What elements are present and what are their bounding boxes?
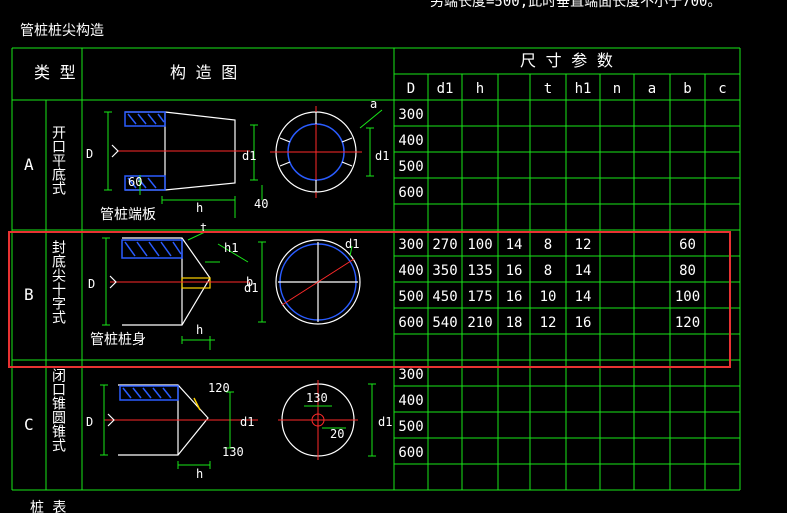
param-cell: 270: [432, 237, 457, 253]
param-cell: 8: [544, 263, 552, 279]
param-header-8: b: [683, 81, 691, 97]
A-label-d1b: d1: [375, 149, 389, 163]
param-cell: 10: [540, 289, 557, 305]
B-label-h: h: [196, 323, 203, 337]
param-cell: 60: [679, 237, 696, 253]
col-drawing-header: 构 造 图: [170, 63, 237, 82]
B-label-d1c: d1: [345, 237, 359, 251]
param-cell: 12: [575, 237, 592, 253]
C-label-h: h: [196, 467, 203, 481]
param-cell: 100: [675, 289, 700, 305]
param-cell: 14: [575, 289, 592, 305]
param-cell: 14: [575, 263, 592, 279]
param-cell: 600: [398, 185, 423, 201]
B-label-b: b: [246, 275, 253, 289]
param-cell: 12: [540, 315, 557, 331]
footer-fragment: 桩 表: [30, 499, 66, 513]
param-header-2: h: [476, 81, 484, 97]
param-cell: 500: [398, 289, 423, 305]
desc-B: 封底尖十字式: [50, 240, 66, 324]
param-cell: 210: [467, 315, 492, 331]
param-cell: 500: [398, 419, 423, 435]
param-cell: 350: [432, 263, 457, 279]
desc-A: 开口平底式: [50, 125, 66, 195]
param-cell: 135: [467, 263, 492, 279]
B-label-D: D: [88, 277, 95, 291]
param-cell: 16: [506, 263, 523, 279]
C-label-d1: d1: [240, 415, 254, 429]
param-cell: 300: [398, 107, 423, 123]
A-label-40: 40: [254, 197, 268, 211]
param-cell: 400: [398, 393, 423, 409]
C-label-120: 120: [208, 381, 230, 395]
param-header-4: t: [544, 81, 552, 97]
A-label-h: h: [196, 201, 203, 215]
param-cell: 16: [575, 315, 592, 331]
B-part-tag: 管桩桩身: [90, 331, 146, 348]
param-cell: 8: [544, 237, 552, 253]
param-cell: 500: [398, 159, 423, 175]
param-header-5: h1: [575, 81, 592, 97]
A-label-a: a: [370, 97, 377, 111]
B-label-t: t: [200, 221, 207, 235]
param-cell: 300: [398, 367, 423, 383]
A-part-tag: 管桩端板: [100, 206, 156, 223]
param-header-9: c: [718, 81, 726, 97]
param-header-0: D: [407, 81, 415, 97]
param-cell: 120: [675, 315, 700, 331]
type-C: C: [24, 415, 34, 434]
drawing-A: D d1 d1 h 60 40 a 管桩端板: [86, 97, 389, 223]
param-header-6: n: [613, 81, 621, 97]
table-grid: [11, 47, 741, 491]
param-cell: 14: [506, 237, 523, 253]
param-cell: 450: [432, 289, 457, 305]
type-A: A: [24, 155, 34, 174]
desc-C: 闭口锥圆锥式: [50, 368, 66, 452]
drawing-B: D d1 d1 h h1 b t 管桩桩身: [88, 221, 361, 350]
param-cell: 400: [398, 133, 423, 149]
table-title: 管桩桩尖构造: [20, 22, 104, 39]
C-label-130: 130: [306, 391, 328, 405]
param-cell: 300: [398, 237, 423, 253]
param-header-7: a: [648, 81, 656, 97]
selection-highlight: [8, 231, 731, 368]
C-label-D: D: [86, 415, 93, 429]
param-cell: 18: [506, 315, 523, 331]
param-grid: [394, 74, 740, 490]
A-label-D: D: [86, 147, 93, 161]
C-label-d1b: d1: [378, 415, 392, 429]
drawing-C: D d1 d1 h 120 130 130 20: [86, 380, 392, 481]
param-cell: 540: [432, 315, 457, 331]
col-params-header: 尺 寸 参 数: [520, 51, 613, 70]
param-values: 300 400 500 600 300 270 100 14 8 12 60 400 350 135 16 8…: [398, 107, 700, 461]
param-cell: 175: [467, 289, 492, 305]
col-type-header: 类 型: [34, 63, 76, 82]
param-cell: 100: [467, 237, 492, 253]
B-label-d1: d1: [244, 281, 258, 295]
C-label-130b: 130: [222, 445, 244, 459]
param-cell: 400: [398, 263, 423, 279]
param-header-1: d1: [437, 81, 454, 97]
B-label-h1: h1: [224, 241, 238, 255]
C-label-20: 20: [330, 427, 344, 441]
type-B: B: [24, 285, 34, 304]
top-note: 另端长度=500,此时垂直端面长度不小于700。: [430, 0, 721, 10]
param-cell: 600: [398, 445, 423, 461]
param-cell: 600: [398, 315, 423, 331]
A-label-60: 60: [128, 175, 142, 189]
param-cell: 80: [679, 263, 696, 279]
A-label-d1: d1: [242, 149, 256, 163]
param-cell: 16: [506, 289, 523, 305]
